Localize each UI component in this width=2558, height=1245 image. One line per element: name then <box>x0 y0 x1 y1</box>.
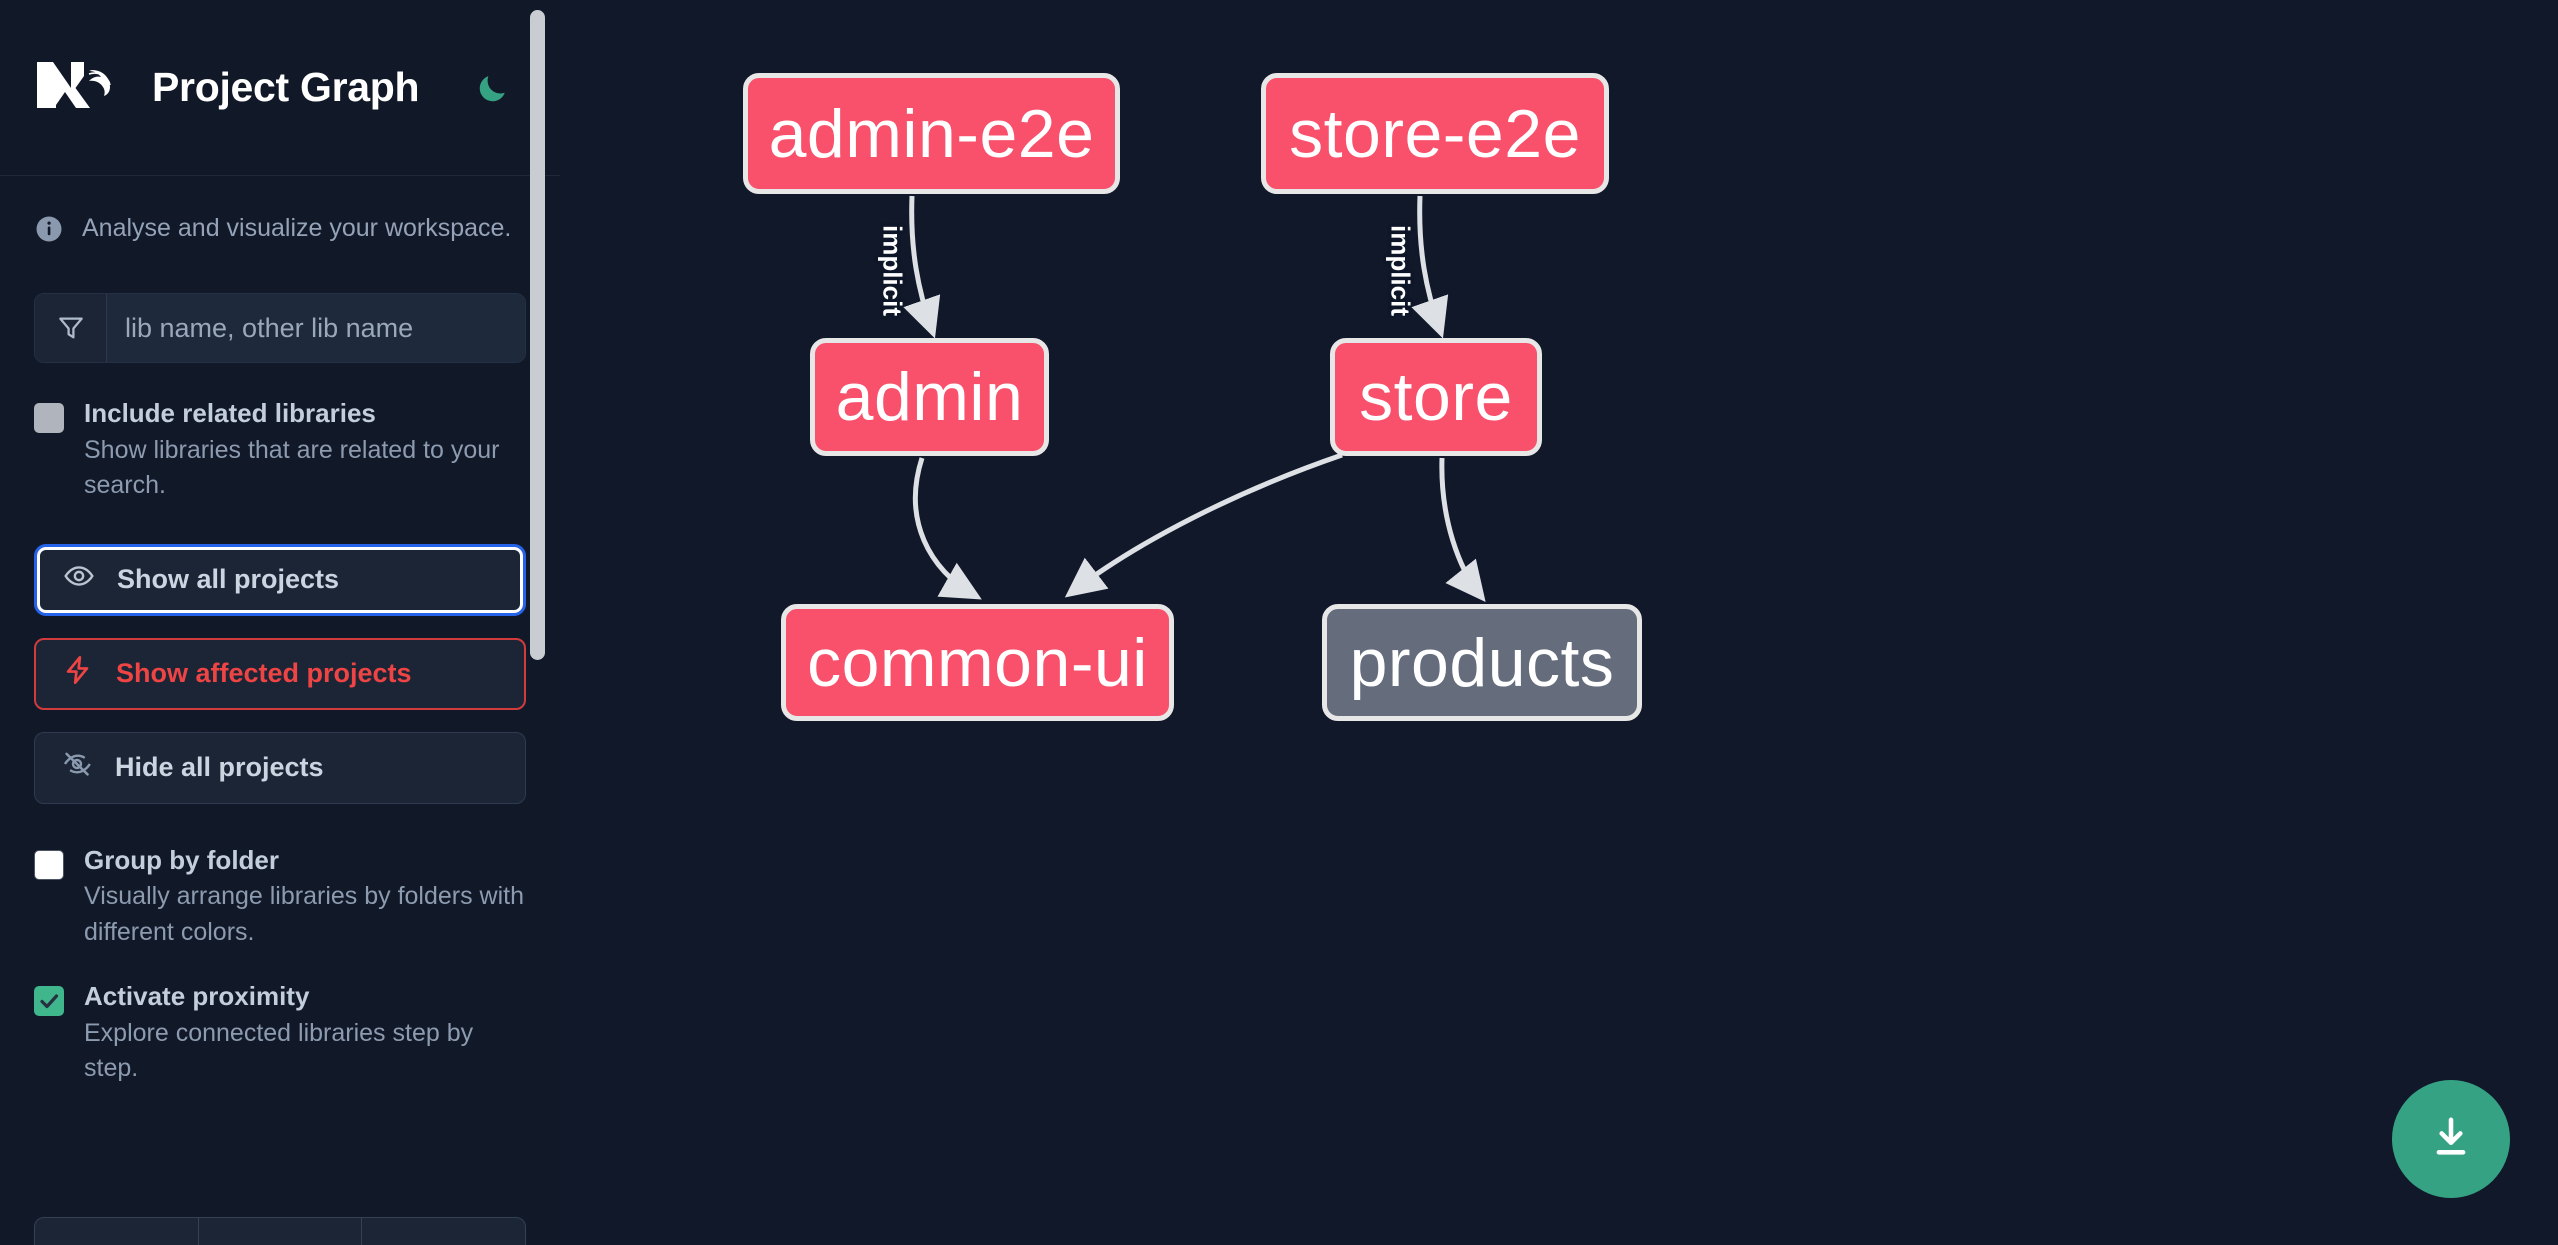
show-all-projects-label: Show all projects <box>117 564 340 594</box>
funnel-filter-icon <box>35 294 107 362</box>
checkbox-row-activate-proximity: Activate proximity Explore connected lib… <box>0 950 560 1087</box>
include-related-libraries-description: Show libraries that are related to your … <box>84 435 500 500</box>
nx-logo-icon <box>34 56 126 120</box>
info-circle-icon <box>34 214 64 249</box>
graph-node-products[interactable]: products <box>1322 604 1642 721</box>
filter-search-box <box>34 293 526 363</box>
info-row: Analyse and visualize your workspace. <box>0 176 560 249</box>
checkbox-row-group-by-folder: Group by folder Visually arrange librari… <box>0 804 560 951</box>
search-input[interactable] <box>107 294 525 362</box>
show-affected-projects-button[interactable]: Show affected projects <box>34 637 526 710</box>
bottom-group-segment-2[interactable] <box>199 1218 363 1245</box>
activate-proximity-label: Activate proximity <box>84 981 310 1011</box>
download-icon <box>2425 1112 2477 1167</box>
bottom-button-group-partial[interactable] <box>34 1217 526 1245</box>
graph-node-admin-e2e-label: admin-e2e <box>768 95 1095 172</box>
graph-node-products-label: products <box>1349 624 1615 701</box>
edge-store-to-products <box>1439 457 1486 603</box>
graph-node-store-label: store <box>1359 359 1513 435</box>
sidebar-scrollbar-thumb[interactable] <box>530 10 545 660</box>
download-graph-button[interactable] <box>2392 1080 2510 1198</box>
hide-all-projects-button[interactable]: Hide all projects <box>34 731 526 804</box>
info-text: Analyse and visualize your workspace. <box>82 214 512 242</box>
moon-icon[interactable] <box>469 65 515 111</box>
activate-proximity-checkbox[interactable] <box>34 986 64 1016</box>
page-title: Project Graph <box>152 64 420 110</box>
eye-off-icon <box>61 748 93 787</box>
graph-node-common-ui-label: common-ui <box>807 624 1148 701</box>
hide-all-projects-label: Hide all projects <box>115 752 324 782</box>
sidebar-header: Project Graph <box>0 0 560 176</box>
edge-admin-to-common-ui <box>912 457 982 600</box>
check-icon <box>40 994 59 1009</box>
lightning-bolt-icon <box>62 654 94 693</box>
graph-node-store-e2e-label: store-e2e <box>1289 95 1581 172</box>
include-related-libraries-checkbox[interactable] <box>34 403 64 433</box>
show-all-projects-button[interactable]: Show all projects <box>34 543 526 616</box>
include-related-libraries-label: Include related libraries <box>84 398 376 428</box>
graph-edges-layer <box>903 195 1486 603</box>
show-affected-projects-label: Show affected projects <box>116 658 412 688</box>
sidebar: Project Graph Analyse and visualize your… <box>0 0 560 1245</box>
bottom-group-segment-3[interactable] <box>362 1218 525 1245</box>
group-by-folder-label: Group by folder <box>84 844 279 875</box>
graph-node-common-ui[interactable]: common-ui <box>781 604 1174 721</box>
graph-node-store[interactable]: store <box>1330 338 1542 456</box>
graph-canvas[interactable]: admin-e2e store-e2e admin store common-u… <box>560 0 2558 1245</box>
bottom-group-segment-1[interactable] <box>35 1218 199 1245</box>
activate-proximity-description: Explore connected libraries step by step… <box>84 1018 474 1083</box>
group-by-folder-checkbox[interactable] <box>34 849 64 880</box>
group-by-folder-description: Visually arrange libraries by folders wi… <box>84 882 525 946</box>
graph-node-admin-e2e[interactable]: admin-e2e <box>743 73 1120 194</box>
edge-store-to-common-ui <box>1064 452 1343 598</box>
edge-store-e2e-to-store <box>1411 195 1449 339</box>
eye-icon <box>63 560 95 599</box>
sidebar-scrollbar[interactable] <box>526 0 548 1245</box>
checkbox-row-include-related-libraries: Include related libraries Show libraries… <box>0 363 560 504</box>
project-visibility-buttons: Show all projects Show affected projects <box>0 504 560 804</box>
edge-admin-e2e-to-admin <box>903 195 941 339</box>
graph-node-store-e2e[interactable]: store-e2e <box>1261 73 1609 194</box>
graph-node-admin[interactable]: admin <box>810 338 1049 456</box>
graph-node-admin-label: admin <box>835 359 1024 435</box>
